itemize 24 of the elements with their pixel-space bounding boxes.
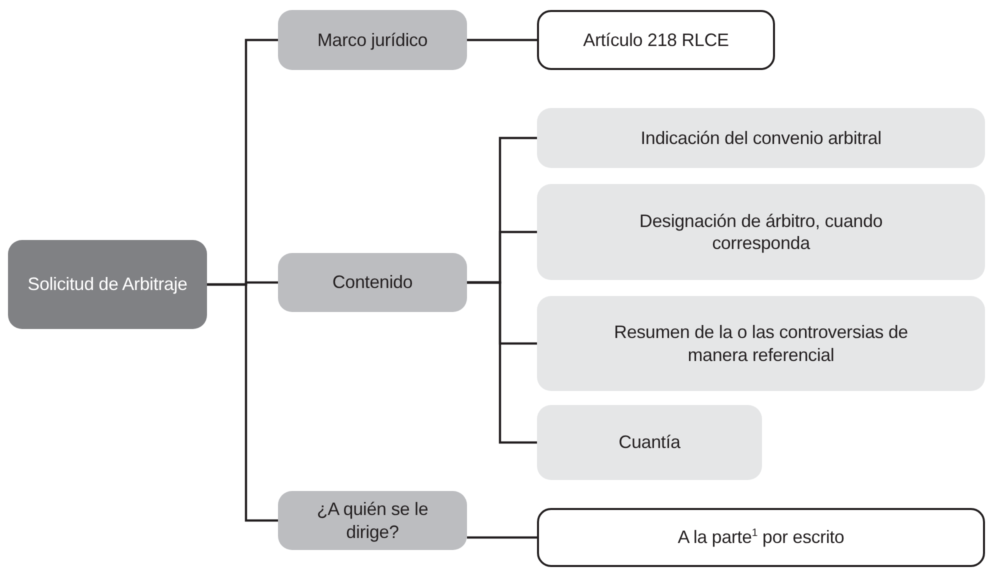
category-box	[278, 10, 467, 70]
node-label: Cuantía	[618, 431, 680, 454]
node-label: Artículo 218 RLCE	[583, 28, 729, 52]
node-label: Resumen de la o las controversias de manera referencial	[613, 321, 909, 366]
category-box	[278, 491, 467, 550]
connector-line	[467, 281, 537, 444]
connector-line	[207, 283, 278, 522]
node-label: ¿A quién se le dirige?	[316, 498, 430, 543]
topic-box	[8, 240, 207, 329]
node-label: Contenido	[332, 271, 413, 294]
connector-line	[467, 536, 537, 539]
node-label: Designación de árbitro, cuando corresponda	[638, 210, 884, 254]
item-box	[537, 108, 985, 168]
node-label: Indicación del convenio arbitral	[640, 126, 882, 150]
category-box	[278, 253, 467, 312]
item-box	[537, 296, 985, 391]
detail-box	[537, 508, 985, 567]
connector-line	[467, 38, 537, 42]
node-label: Solicitud de Arbitraje	[28, 273, 188, 296]
item-box	[537, 405, 762, 480]
node-label: Marco jurídico	[317, 28, 428, 52]
detail-box	[537, 10, 775, 70]
node-label: A la parte$^{1}$ por escrito	[678, 526, 844, 549]
item-box	[537, 184, 985, 280]
